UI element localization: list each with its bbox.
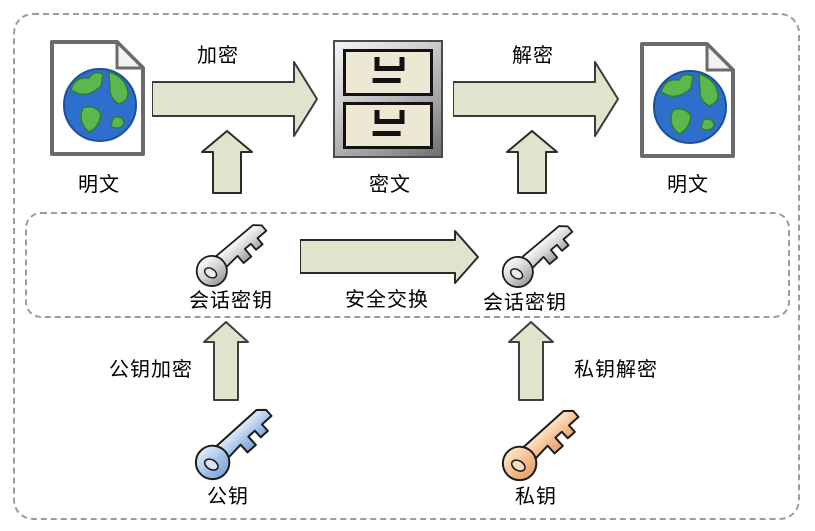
public-key-label: 公钥 xyxy=(207,486,249,508)
public-key-encrypt-label: 公钥加密 xyxy=(109,359,193,381)
cabinet-drawer-bottom xyxy=(343,102,433,149)
session-key-exchange-boundary xyxy=(25,212,790,318)
drawer-label-slot xyxy=(372,131,401,136)
secure-exchange-arrow xyxy=(300,230,479,284)
private-key-decrypt-label: 私钥解密 xyxy=(574,359,658,381)
ciphertext-cabinet-icon xyxy=(333,40,443,158)
plaintext-right-label: 明文 xyxy=(667,174,709,196)
session-key-to-decrypt-arrow xyxy=(506,130,558,194)
plaintext-document-right-icon xyxy=(640,42,735,158)
session-key-left-label: 会话密钥 xyxy=(189,290,273,312)
ciphertext-label: 密文 xyxy=(369,174,411,196)
cabinet-drawer-top xyxy=(343,49,433,96)
session-key-left-icon xyxy=(181,205,281,301)
plaintext-document-left-icon xyxy=(50,40,145,156)
private-key-icon xyxy=(486,389,595,495)
session-key-to-encrypt-arrow xyxy=(201,130,253,194)
drawer-handle xyxy=(374,110,405,124)
public-key-icon xyxy=(179,388,288,494)
plaintext-left-label: 明文 xyxy=(78,174,120,196)
secure-exchange-label: 安全交换 xyxy=(345,289,429,311)
globe-icon xyxy=(63,68,137,142)
globe-icon xyxy=(653,70,727,144)
encrypt-arrow xyxy=(152,61,318,137)
drawer-handle xyxy=(374,57,405,71)
session-key-right-icon xyxy=(487,206,587,302)
outer-dashed-boundary xyxy=(13,13,800,520)
private-key-label: 私钥 xyxy=(515,486,557,508)
decrypt-label: 解密 xyxy=(512,45,554,67)
private-key-decrypt-arrow xyxy=(508,321,554,401)
drawer-label-slot xyxy=(372,78,401,83)
decrypt-arrow xyxy=(453,61,619,137)
session-key-right-label: 会话密钥 xyxy=(483,292,567,314)
encrypt-label: 加密 xyxy=(197,45,239,67)
public-key-encrypt-arrow xyxy=(203,321,249,401)
